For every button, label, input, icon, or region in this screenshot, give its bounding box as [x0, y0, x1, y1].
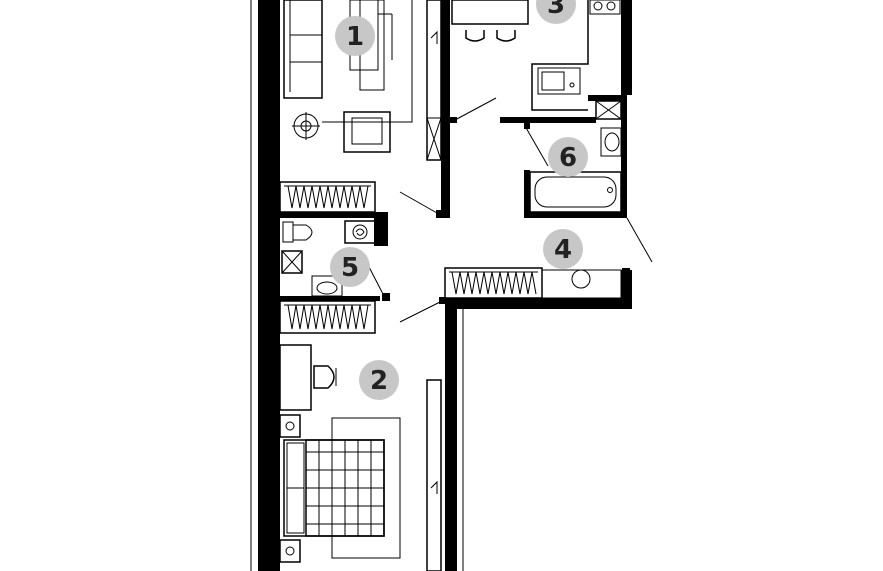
hallway — [399, 217, 653, 323]
nightstand-icon — [279, 414, 301, 438]
living-door — [399, 191, 442, 218]
living-room — [283, 0, 442, 218]
bedroom — [279, 344, 442, 571]
double-bed-icon — [283, 417, 401, 559]
room-marker-2: 2 — [359, 360, 399, 400]
kitchen-bath-partition — [500, 117, 596, 123]
ventilation-shaft-icon — [595, 100, 622, 120]
toilet-icon — [282, 221, 313, 243]
kitchen-east-wall — [621, 0, 632, 95]
bathroom — [524, 121, 622, 213]
wc-east-partition — [374, 212, 388, 246]
hall-south-wall — [445, 298, 632, 309]
armchair-icon — [343, 111, 391, 153]
kitchen-door — [450, 97, 497, 123]
sofa-icon — [283, 0, 323, 99]
bath-east-wall — [621, 95, 627, 218]
washing-machine-icon — [344, 220, 376, 244]
room-number-4: 4 — [554, 235, 572, 265]
kitchen — [450, 0, 622, 123]
wardrobe-icon — [426, 379, 442, 571]
dining-table-icon — [451, 0, 529, 25]
room-marker-5: 5 — [330, 247, 370, 287]
room-marker-1: 1 — [335, 16, 375, 56]
wardrobe-icon — [426, 0, 442, 161]
wardrobe-icon — [279, 300, 376, 334]
hall-east-wall — [621, 270, 632, 308]
kitchen-sink-icon — [537, 67, 581, 95]
boiler-icon — [541, 269, 622, 299]
bedroom-east-wall — [445, 298, 457, 571]
room-number-1: 1 — [346, 22, 364, 52]
entrance-door — [622, 217, 653, 272]
washbasin-icon — [311, 275, 343, 297]
wardrobe-icon — [444, 267, 543, 299]
bedroom-door — [399, 297, 446, 323]
room-number-2: 2 — [370, 366, 388, 396]
living-kitchen-partition — [441, 0, 450, 218]
room-marker-4: 4 — [543, 229, 583, 269]
bath-west-partition — [524, 170, 530, 218]
stove-icon — [589, 0, 621, 15]
bathtub-icon — [529, 171, 622, 213]
tv-console-icon — [322, 0, 413, 123]
room-number-6: 6 — [559, 143, 577, 173]
shaft-top-wall — [588, 95, 627, 101]
wc-north-partition — [280, 212, 388, 218]
nightstand-icon — [279, 539, 301, 563]
boiler-icon — [281, 250, 303, 274]
desk-chair-icon — [313, 365, 337, 389]
chairs-icon — [465, 30, 516, 42]
floor-lamp-icon — [292, 112, 320, 140]
wc — [281, 220, 390, 301]
wardrobe-icon — [279, 181, 376, 213]
room-number-5: 5 — [341, 253, 359, 283]
wc-south-partition — [280, 296, 380, 301]
outer-walls — [258, 0, 632, 571]
room-marker-3: 3 — [536, 0, 576, 24]
desk-icon — [279, 344, 312, 411]
bath-south-partition — [524, 212, 627, 218]
bath-door — [524, 121, 549, 167]
west-exterior-wall — [258, 0, 280, 571]
room-number-3: 3 — [547, 0, 565, 20]
washbasin-icon — [600, 127, 622, 157]
wc-door — [367, 264, 390, 301]
kitchen-counter — [531, 0, 589, 111]
partitions — [280, 0, 627, 301]
room-marker-6: 6 — [548, 137, 588, 177]
